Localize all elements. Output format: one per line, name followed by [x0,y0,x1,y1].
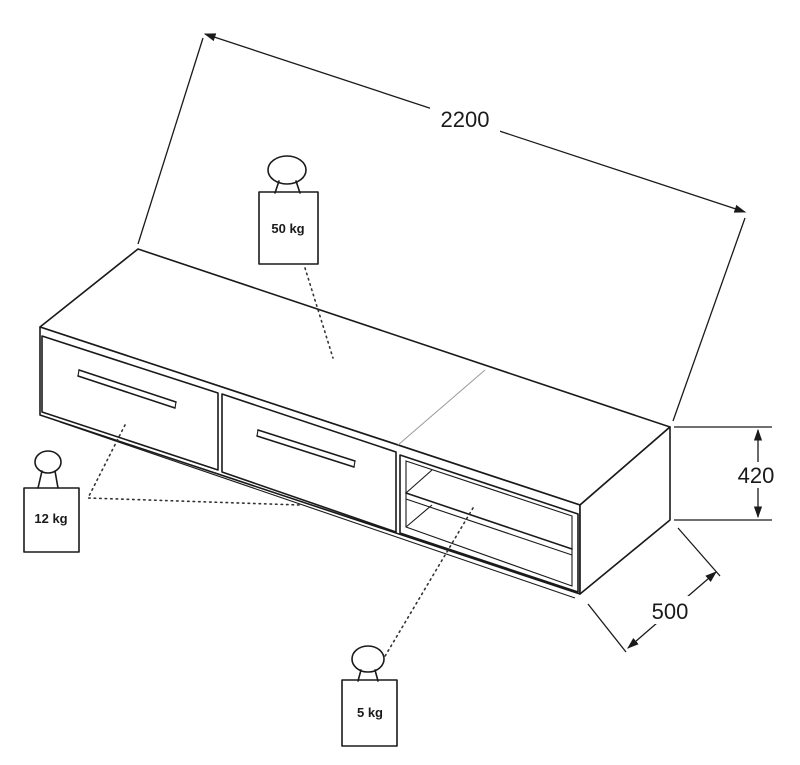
load-top-label: 50 kg [271,221,304,236]
load-shelf-weight: 5 kg [341,507,474,747]
dimension-depth-label: 500 [652,599,689,624]
load-top-weight: 50 kg [258,155,334,359]
dimension-height-label: 420 [738,463,775,488]
dimension-length: 2200 [137,33,747,422]
load-drawer-weight: 12 kg [23,424,301,553]
load-shelf-label: 5 kg [357,705,383,720]
cabinet [39,248,671,599]
top-seam [397,369,486,446]
dimension-height: 420 [674,426,786,521]
dimension-length-label: 2200 [441,107,490,132]
dimension-depth: 500 [587,527,721,653]
drawer-left-handle[interactable] [77,369,177,409]
drawer-right[interactable] [221,393,397,533]
drawer-right-handle[interactable] [256,429,356,468]
load-drawer-label: 12 kg [34,511,67,526]
drawer-left[interactable] [41,335,219,471]
open-shelf-compartment [399,454,579,593]
